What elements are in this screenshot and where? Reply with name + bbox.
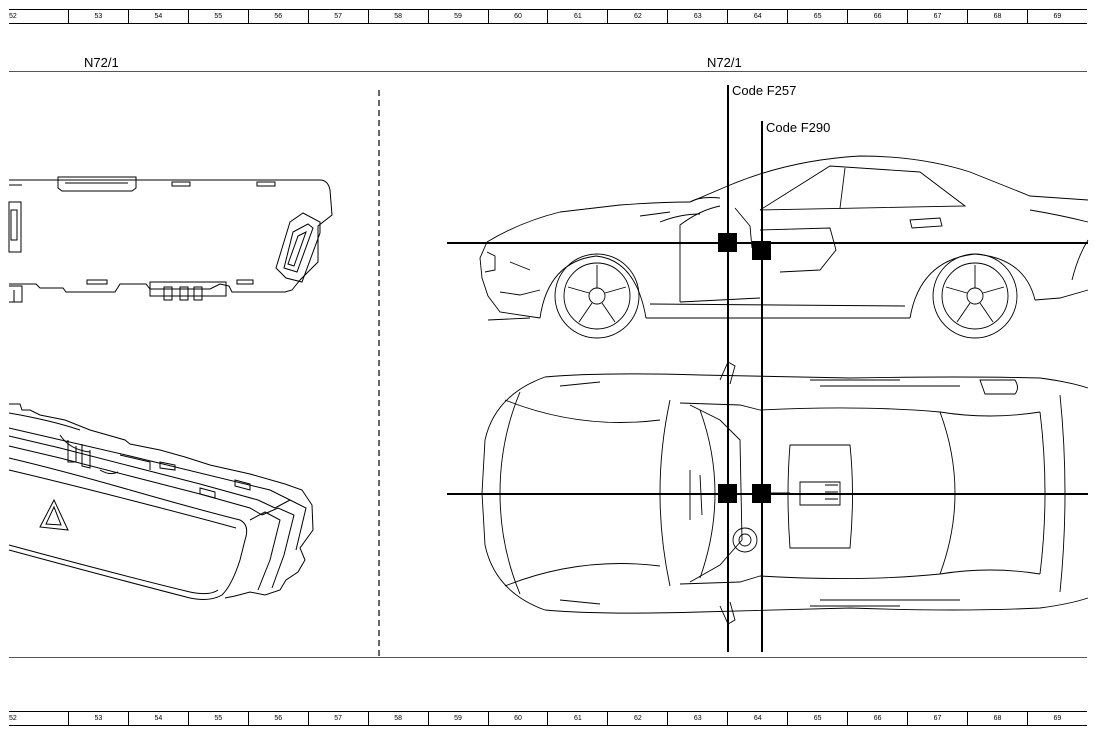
ruler-cell: 53 [67,10,128,23]
marker-f257-side [718,233,737,252]
ruler-cell: 64 [727,712,787,725]
ruler-cell: 59 [427,10,488,23]
ruler-cell: 64 [727,10,787,23]
column-ruler-top: 52 53 54 55 56 57 58 59 60 61 62 63 64 6… [9,9,1087,24]
ruler-cell: 59 [427,712,488,725]
ruler-cell: 61 [547,10,607,23]
ruler-cell: 52 [9,13,17,20]
code-label-f257: Code F257 [732,83,797,98]
ruler-cell: 65 [787,10,847,23]
ruler-cell: 69 [1026,10,1087,23]
ruler-cell: 63 [667,712,727,725]
marker-f257-top [718,484,737,503]
switch-panel-top-view [8,176,333,303]
ruler-cell: 57 [307,712,368,725]
ruler-cell: 68 [967,712,1027,725]
ruler-cell: 61 [547,712,607,725]
ruler-cell: 62 [607,712,667,725]
ruler-cell: 63 [667,10,727,23]
ruler-cell: 53 [67,712,128,725]
ruler-cell: 69 [1026,712,1087,725]
marker-f290-side [752,241,771,260]
ruler-cell: 60 [487,712,548,725]
ruler-cell: 55 [187,10,248,23]
locator-lines [447,85,1088,652]
ruler-cell: 58 [367,712,428,725]
ruler-cell: 66 [847,10,907,23]
ruler-cell: 56 [247,10,308,23]
marker-f290-top [752,484,771,503]
ruler-cell: 68 [967,10,1027,23]
component-markers [718,233,771,503]
ruler-cell: 58 [367,10,428,23]
ruler-cell: 56 [247,712,308,725]
component-label-left: N72/1 [84,55,119,70]
ruler-cell: 54 [127,712,188,725]
code-label-f290: Code F290 [766,120,831,135]
switch-panel-perspective-view [8,403,314,600]
header-divider [9,71,1087,72]
ruler-cell: 55 [187,712,248,725]
ruler-cell: 57 [307,10,368,23]
component-label-right: N72/1 [707,55,742,70]
ruler-cell: 54 [127,10,188,23]
ruler-cell: 62 [607,10,667,23]
vehicle-side-view [479,155,1089,339]
ruler-cell: 60 [487,10,548,23]
column-ruler-bottom: 52 53 54 55 56 57 58 59 60 61 62 63 64 6… [9,711,1087,726]
ruler-cell: 52 [9,715,17,722]
ruler-cell: 65 [787,712,847,725]
ruler-cell: 66 [847,712,907,725]
ruler-cell: 67 [907,712,967,725]
footer-divider [9,657,1087,658]
ruler-cell: 67 [907,10,967,23]
